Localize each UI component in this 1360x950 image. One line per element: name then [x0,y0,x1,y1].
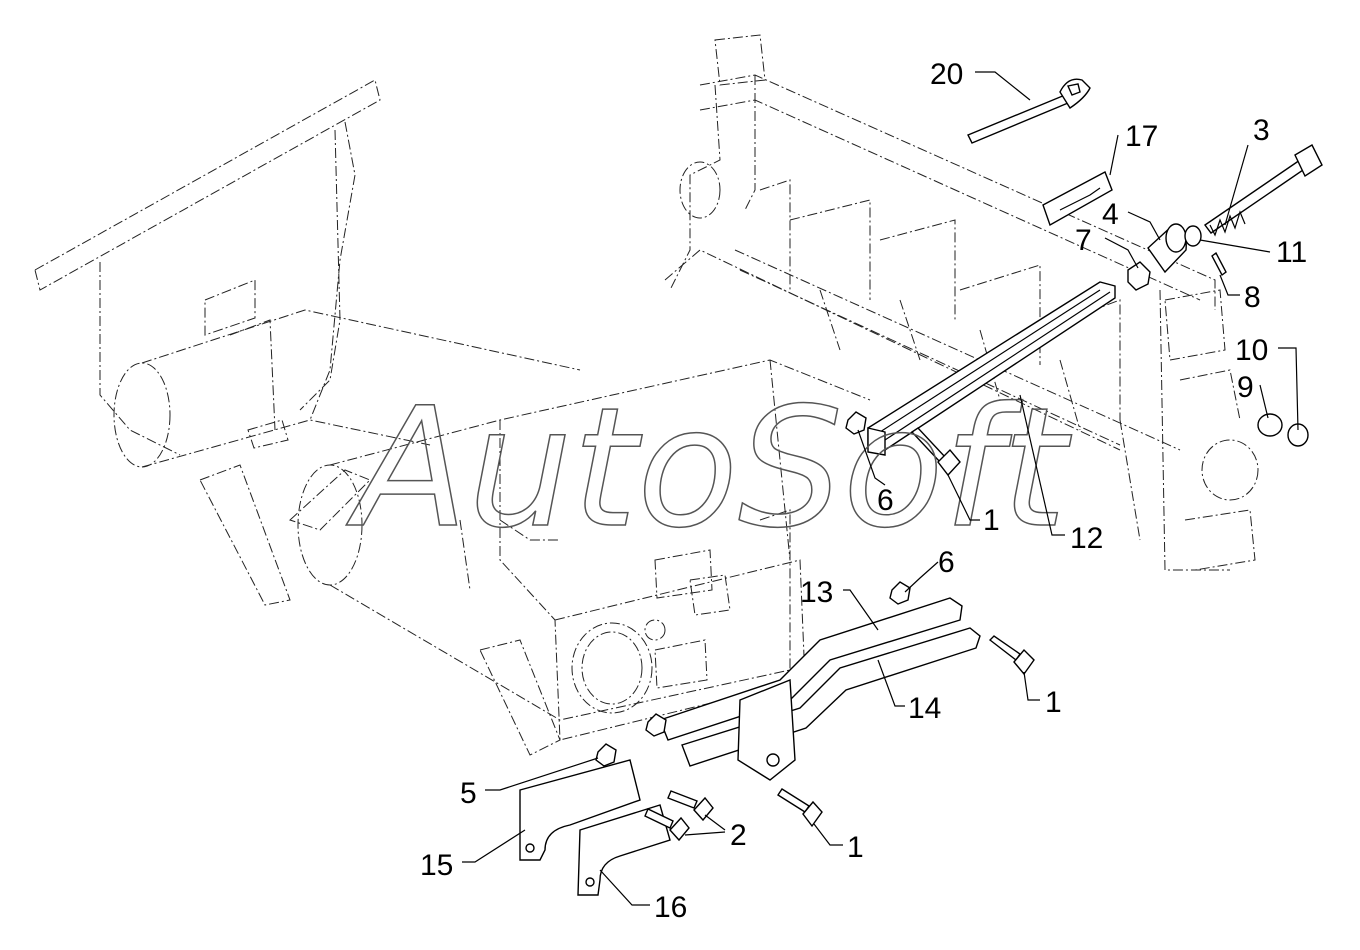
callout-1-upper: 1 [983,504,1000,537]
callout-16: 16 [654,891,687,924]
part-sleeve [1147,223,1187,274]
watermark-text: AutoSoft [346,372,1072,564]
callout-12: 12 [1070,522,1103,555]
callout-3: 3 [1253,114,1270,147]
part-nut-5 [595,743,617,767]
part-bolt-right [988,635,1035,676]
part-bolt-lower [777,788,823,828]
part-nut-9 [1257,413,1283,437]
part-nut-6-lower [889,581,911,605]
part-bolt-upper [910,427,961,477]
callout-numbers: 20 17 3 4 7 11 8 10 9 6 1 12 6 13 1 14 5… [420,58,1307,924]
callout-15: 15 [420,849,453,882]
callout-6-upper: 6 [877,484,894,517]
phantom-frame-left [34,79,581,606]
part-bars-13-14 [659,597,981,781]
callout-2: 2 [730,819,747,852]
callout-17: 17 [1125,120,1158,153]
callout-9: 9 [1237,371,1254,404]
part-screw [1204,144,1323,237]
part-nut-bar-end [645,713,667,737]
part-bolts-2 [644,790,714,842]
callout-6-lower: 6 [938,546,955,579]
callout-14: 14 [908,692,941,725]
callout-1-lower: 1 [847,831,864,864]
part-pin [1211,251,1227,277]
part-nut-11 [1184,225,1202,247]
callout-1-right: 1 [1045,686,1062,719]
phantom-frame-center [289,359,871,756]
callout-10: 10 [1235,334,1268,367]
part-wrench [967,78,1091,144]
part-bracket-15 [519,759,641,861]
part-nut-7 [1127,261,1151,291]
part-nut-6-top [845,411,867,435]
callout-20: 20 [930,58,963,91]
callout-13: 13 [800,576,833,609]
callout-8: 8 [1244,281,1261,314]
callout-11: 11 [1276,236,1307,269]
part-channel-arm [867,281,1116,456]
callout-4: 4 [1102,198,1119,231]
part-bracket-16 [577,804,671,896]
leader-lines [462,71,1299,906]
callout-7: 7 [1075,224,1092,257]
part-plate [1042,171,1113,227]
callout-5: 5 [460,777,477,810]
